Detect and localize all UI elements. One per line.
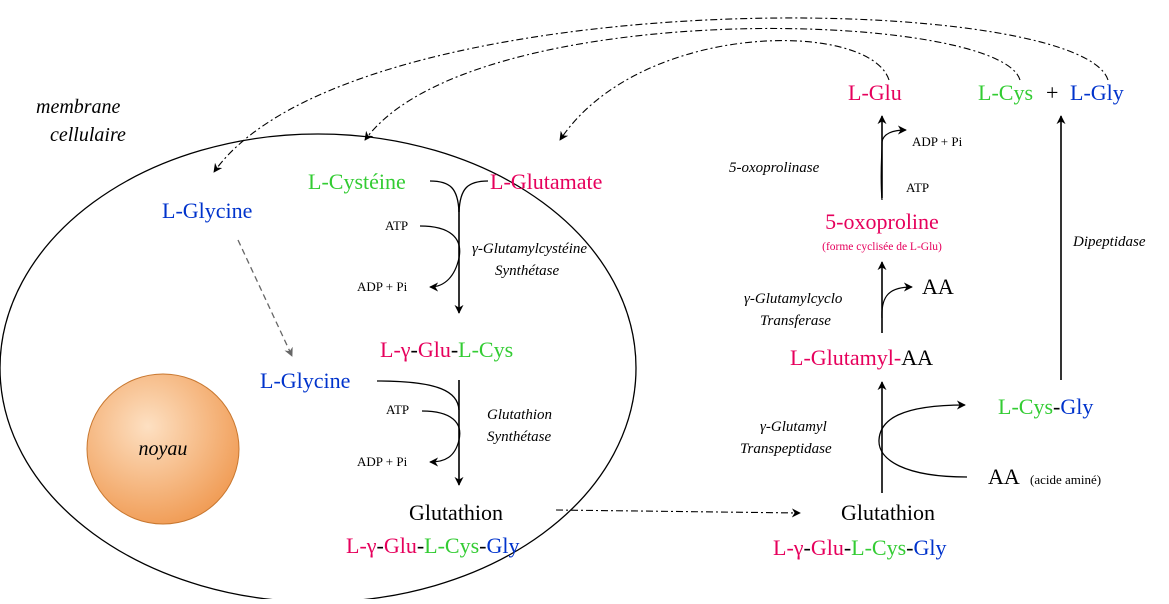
adp-pi-label-2: ADP + Pi (357, 454, 408, 469)
export-arrow (555, 508, 801, 518)
membrane-label-line2: cellulaire (50, 124, 126, 146)
nucleus-label: noyau (139, 438, 188, 460)
cell-membrane (0, 133, 637, 603)
enzyme-gcs-line1: γ-Glutamylcystéine (472, 241, 587, 257)
enzyme-gs-line1: Glutathion (487, 407, 552, 423)
merge-curve-glu (458, 180, 489, 213)
plus-label: + (1046, 80, 1058, 105)
step1-atp-curve (419, 225, 461, 292)
oxo-atp-curve (880, 125, 907, 201)
atp-label-1: ATP (385, 218, 408, 233)
enzyme-gs-line2: Synthétase (487, 429, 551, 445)
glycine-merge-curve (376, 380, 460, 411)
enzyme-ggct-line2: Transferase (760, 313, 831, 329)
adp-pi-label-3: ADP + Pi (912, 134, 963, 149)
glycine-transfer-arrow (237, 239, 293, 357)
enzyme-ggt-line2: Transpeptidase (740, 441, 832, 457)
dipeptide-label: L-γ-Glu-L-Cys (380, 337, 513, 362)
l-glycine-label-2: L-Glycine (260, 368, 350, 393)
oxoproline-note: (forme cyclisée de L-Glu) (822, 241, 942, 253)
enzyme-gcs-line2: Synthétase (495, 263, 559, 279)
l-glycine-label: L-Glycine (162, 198, 252, 223)
recycle-arrow-gly (213, 17, 1109, 173)
recycle-arrow-cys (364, 28, 1021, 141)
gsh-inside-label: L-γ-Glu-L-Cys-Gly (346, 533, 519, 558)
enzyme-oxoprolinase: 5-oxoprolinase (729, 160, 820, 176)
nucleus (86, 373, 240, 525)
acide-amine-label: (acide aminé) (1030, 472, 1101, 487)
atp-label-3: ATP (906, 180, 929, 195)
aa-label: AA (988, 464, 1020, 489)
l-cys-label: L-Cys (978, 80, 1033, 105)
step2-atp-curve (421, 410, 461, 467)
enzyme-dipeptidase: Dipeptidase (1072, 234, 1146, 250)
enzyme-ggt-line1: γ-Glutamyl (760, 419, 827, 435)
membrane-label-line1: membrane (36, 96, 121, 118)
l-cys-gly-label: L-Cys-Gly (998, 394, 1093, 419)
l-glu-label: L-Glu (848, 80, 902, 105)
l-glutamyl-aa-label: L-Glutamyl-AA (790, 345, 933, 370)
gsh-outside-label: L-γ-Glu-L-Cys-Gly (773, 535, 946, 560)
oxoproline-label: 5-oxoproline (825, 209, 939, 234)
merge-curve-cys (429, 180, 460, 213)
l-gly-label: L-Gly (1070, 80, 1124, 105)
l-cysteine-label: L-Cystéine (308, 169, 406, 194)
glutathion-inside-label: Glutathion (409, 500, 503, 525)
glutathion-outside-label: Glutathion (841, 500, 935, 525)
atp-label-2: ATP (386, 402, 409, 417)
adp-pi-label-1: ADP + Pi (357, 279, 408, 294)
aa-released-label: AA (922, 274, 954, 299)
ggct-aa-curve (881, 282, 913, 319)
recycle-arrow-glu (559, 40, 890, 141)
enzyme-ggct-line1: γ-Glutamylcyclo (744, 291, 843, 307)
l-glutamate-label: L-Glutamate (490, 169, 602, 194)
ggt-aa-curve (878, 400, 968, 478)
